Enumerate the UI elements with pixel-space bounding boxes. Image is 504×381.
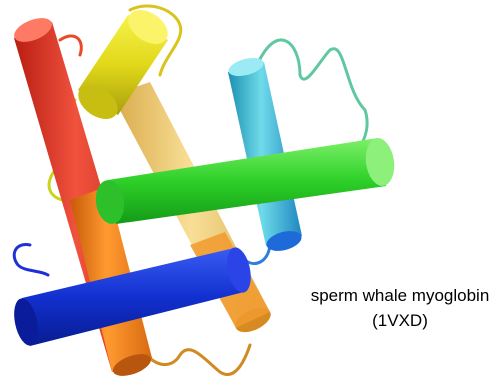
figure-caption: sperm whale myoglobin (1VXD)	[300, 283, 500, 333]
caption-title: sperm whale myoglobin	[300, 283, 500, 308]
caption-pdb-id: (1VXD)	[300, 308, 500, 333]
